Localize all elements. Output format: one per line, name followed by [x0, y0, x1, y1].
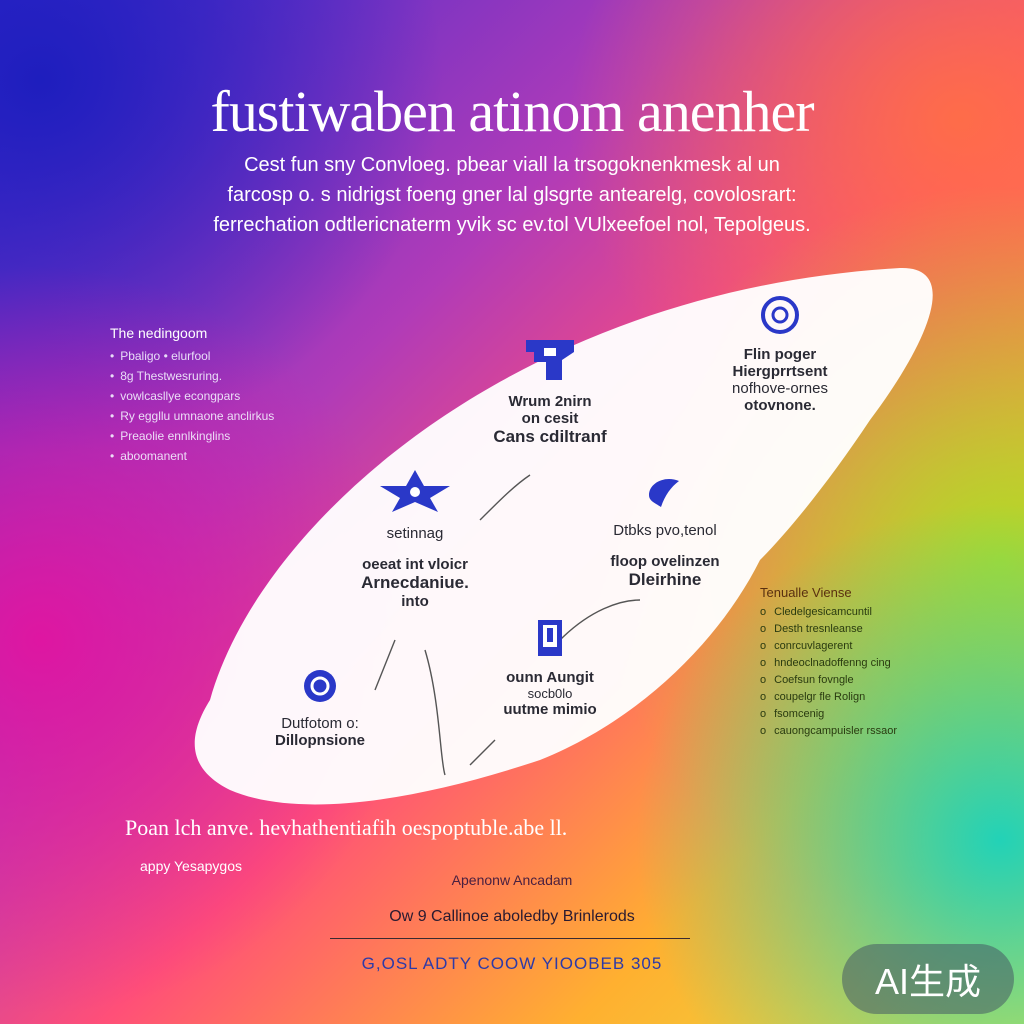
- node-text: setinnag: [386, 525, 444, 542]
- list-item: vowlcasllye econgpars: [110, 389, 320, 403]
- list-item: fsomcenig: [760, 708, 960, 720]
- list-item: aboomanent: [110, 449, 320, 463]
- right-notes-panel: Tenualle Viense Cledelgesicamcuntil Dest…: [760, 585, 960, 742]
- node-text: otovnone.: [744, 397, 816, 414]
- node-text: floop ovelinzen: [610, 553, 720, 570]
- diagram-node: ounn Aungit socb0lo uutme mimio: [470, 618, 630, 718]
- list-item: Preaolie ennlkinglins: [110, 429, 320, 443]
- connector-arrow: [424, 649, 446, 776]
- list-item: conrcuvlagerent: [760, 640, 960, 652]
- node-text: Flin poger: [743, 346, 817, 363]
- footer-divider: [330, 938, 690, 939]
- footer-tagline: G,OSL ADTY COOW YIOOBEB 305: [361, 954, 663, 973]
- list-item: Coefsun fovngle: [760, 674, 960, 686]
- right-notes-heading: Tenualle Viense: [760, 585, 852, 600]
- subtitle: Cest fun sny Convloeg. pbear viall la tr…: [120, 150, 904, 240]
- connector-arrow: [479, 474, 531, 521]
- subtitle-line: farcosp o. s nidrigst foeng gner lal gls…: [227, 184, 797, 206]
- node-text: oeeat int vloicr: [362, 556, 468, 573]
- node-text: ounn Aungit: [506, 669, 594, 686]
- diagram-node: Dtbks pvo,tenol floop ovelinzen Dleirhin…: [570, 475, 760, 590]
- list-item: Cledelgesicamcuntil: [760, 606, 960, 618]
- list-item: Desth tresnleanse: [760, 623, 960, 635]
- node-text: socb0lo: [527, 686, 573, 701]
- footer-subline: appy Yesapygos: [140, 858, 242, 874]
- pin-icon: [645, 475, 685, 516]
- subtitle-line: Cest fun sny Convloeg. pbear viall la tr…: [244, 154, 780, 176]
- diagram-node: setinnag oeeat int vloicr Arnecdaniue. i…: [315, 468, 515, 610]
- node-text: Cans cdiltranf: [493, 427, 607, 446]
- node-text: Wrum 2nirn: [508, 393, 592, 410]
- node-text: uutme mimio: [503, 701, 597, 718]
- node-text: Dtbks pvo,tenol: [613, 522, 717, 539]
- list-item: hndeoclnadoffenng cing: [760, 657, 960, 669]
- node-text: into: [401, 593, 429, 610]
- footer-credit: Ow 9 Callinoe aboledby Brinlerods: [389, 908, 635, 925]
- node-text: Dillopnsione: [275, 732, 365, 749]
- connector-arrow: [469, 739, 496, 766]
- left-notes-list: Pbaligo • elurfool 8g Thestwesruring. vo…: [110, 349, 320, 463]
- connector-arrow: [374, 639, 396, 691]
- list-item: 8g Thestwesruring.: [110, 369, 320, 383]
- node-text: nofhove-ornes: [732, 380, 828, 397]
- node-text: Hiergprrtsent: [732, 363, 828, 380]
- subtitle-line: ferrechation odtlericnaterm yvik sc ev.t…: [213, 214, 811, 236]
- circle-e-icon: [302, 668, 338, 709]
- list-item: cauongcampuisler rssaor: [760, 725, 960, 737]
- list-item: Pbaligo • elurfool: [110, 349, 320, 363]
- footer-headline: Poan lch anve. hevhathentiafih oespoptub…: [125, 815, 568, 840]
- ai-generated-badge: AI生成: [842, 944, 1014, 1014]
- door-icon: [536, 618, 564, 663]
- flag-icon: [524, 338, 576, 387]
- diagram-node: Dutfotom o: Dillopnsione: [245, 668, 395, 749]
- footer-caption: Apenonw Ancadam: [451, 872, 573, 888]
- node-text: on cesit: [521, 410, 579, 427]
- diagram-card-shape: [194, 267, 933, 805]
- diagram-node: Wrum 2nirn on cesit Cans cdiltranf: [470, 338, 630, 447]
- page-title: fustiwaben atinom anenher: [210, 79, 814, 144]
- right-notes-list: Cledelgesicamcuntil Desth tresnleanse co…: [760, 606, 960, 737]
- left-notes-panel: The nedingoom Pbaligo • elurfool 8g Thes…: [110, 325, 320, 469]
- node-text: Arnecdaniue.: [361, 573, 469, 592]
- node-text: Dleirhine: [628, 570, 702, 589]
- connector-arrows: [374, 474, 641, 776]
- node-text: Dutfotom o:: [281, 715, 359, 732]
- diagram-node: Flin poger Hiergprrtsent nofhove-ornes o…: [700, 295, 860, 414]
- star-icon: [378, 468, 452, 519]
- left-notes-heading: The nedingoom: [110, 325, 208, 341]
- list-item: Ry eggllu umnaone anclirkus: [110, 409, 320, 423]
- list-item: coupelgr fle Rolign: [760, 691, 960, 703]
- copyright-circle-icon: [760, 295, 800, 340]
- connector-arrow: [559, 599, 641, 641]
